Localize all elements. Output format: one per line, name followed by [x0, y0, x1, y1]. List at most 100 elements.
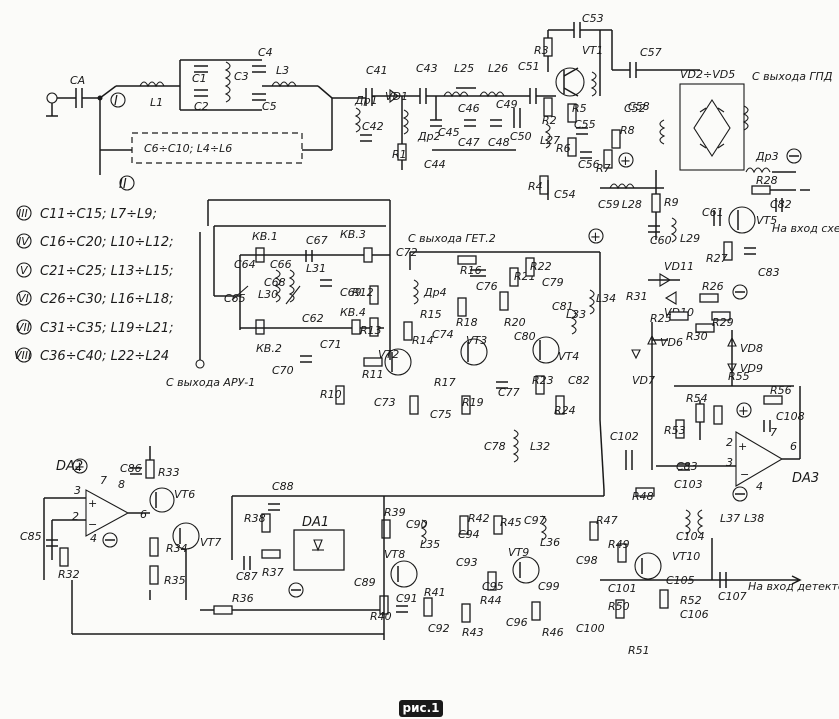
label-r35: R35	[164, 574, 186, 587]
label-r36: R36	[232, 592, 254, 605]
label-r53: R53	[664, 424, 686, 437]
label-r1: R1	[392, 148, 407, 161]
label-c1: C1	[192, 72, 207, 85]
svg-text:6: 6	[790, 440, 797, 453]
label-c104: C104	[676, 530, 705, 543]
label-r54: R54	[686, 392, 708, 405]
label-c75: C75	[430, 408, 452, 421]
label-c80: C80	[514, 330, 536, 343]
antenna-input: CA	[46, 74, 103, 117]
label-c83: R31	[626, 290, 648, 303]
label-kv3: КВ.3	[340, 228, 366, 241]
label-l27: L27	[540, 134, 560, 147]
label-c57: C57	[640, 46, 662, 59]
label-c89: C89	[354, 576, 376, 589]
if-amplifier: С выхода ГЕТ.2 + C72 R16 R12 R13 Др4 R15…	[320, 228, 616, 491]
label-c68: C68	[264, 276, 286, 289]
label-r23: R23	[532, 374, 554, 387]
label-r26: R26	[702, 280, 724, 293]
label-r22: R22	[530, 260, 552, 273]
label-c99: C99	[538, 580, 560, 593]
label-c64: C64	[234, 258, 256, 271]
label-c4: C4	[258, 46, 273, 59]
label-r34: R34	[166, 542, 188, 555]
dashed-band-block: C6÷C10; L4÷L6 II	[100, 98, 333, 192]
svg-text:VI: VI	[18, 292, 29, 305]
label-c103: C103	[674, 478, 703, 491]
band-list-item: C21÷C25; L13÷L15;	[40, 264, 174, 279]
svg-text:−: −	[740, 468, 749, 481]
label-r32: R32	[58, 568, 80, 581]
lower-if-chain: C88 R38 C87 R37 DA1 R36 C89 VT8 R39 C90 …	[72, 430, 839, 657]
label-l1: L1	[150, 96, 163, 109]
label-c74: C74	[432, 328, 454, 341]
label-da3: DA3	[792, 471, 819, 486]
label-r13: R13	[360, 324, 382, 337]
label-r12: R12	[352, 286, 374, 299]
svg-text:V: V	[20, 264, 29, 277]
label-vd2-vd5: VD2÷VD5	[680, 68, 735, 81]
label-vt5: VT5	[756, 214, 777, 227]
label-r10: R10	[320, 388, 342, 401]
svg-text:VIII: VIII	[14, 349, 31, 362]
label-r7: R7	[596, 162, 611, 175]
mixer-1: C41 Др1 C42 VD1 R1 Др2 C44 C43 L25 L26 C…	[332, 60, 540, 171]
band-switch-1: I	[99, 85, 126, 175]
label-c106: C106	[680, 608, 709, 621]
svg-text:+: +	[738, 440, 747, 453]
label-c88: C88	[272, 480, 294, 493]
label-c55: C55	[574, 118, 596, 131]
label-vt9: VT9	[508, 546, 529, 559]
label-r9: R9	[664, 196, 679, 209]
label-r8: R8	[620, 124, 635, 137]
svg-text:8: 8	[118, 478, 125, 491]
label-r44: R44	[480, 594, 502, 607]
label-r19: R19	[462, 396, 484, 409]
label-c51: C51	[518, 60, 540, 73]
note-to-aru1: На вход схемы АРУ-1	[772, 222, 839, 235]
label-c62: C62	[302, 312, 324, 325]
label-vt2: VT2	[378, 348, 399, 361]
label-c67: C67	[306, 234, 328, 247]
label-r37: R37	[262, 566, 284, 579]
label-c41: C41	[366, 64, 388, 77]
label-c79: C79	[542, 276, 564, 289]
label-vd8: VD8	[740, 342, 763, 355]
label-c5: C5	[262, 100, 277, 113]
note-from-aru1: С выхода АРУ-1	[166, 376, 255, 389]
label-c43: C43	[416, 62, 438, 75]
label-c76: C76	[476, 280, 498, 293]
svg-text:VII: VII	[16, 321, 30, 334]
label-c91: C91	[396, 592, 418, 605]
label-l3: L3	[276, 64, 289, 77]
label-r46: R46	[542, 626, 564, 639]
label-r27: R27	[706, 252, 728, 265]
svg-text:6: 6	[140, 508, 147, 521]
note-to-detector: На вход детектора	[748, 580, 839, 593]
band-list-item: C16÷C20; L10÷L12;	[40, 235, 174, 250]
label-kv2: КВ.2	[256, 342, 282, 355]
label-r24: R24	[554, 404, 576, 417]
label-l36: L36	[540, 536, 560, 549]
label-l32: L32	[530, 440, 550, 453]
label-r43: R43	[462, 626, 484, 639]
svg-text:−: −	[88, 518, 97, 531]
svg-text:7: 7	[770, 426, 777, 439]
label-c56: C56	[578, 158, 600, 171]
band-list: III C11÷C15; L7÷L9; IV C16÷C20; L10÷L12;…	[14, 205, 174, 364]
label-l30: L30	[258, 288, 278, 301]
svg-text:+: +	[738, 404, 749, 419]
label-c42: C42	[362, 120, 384, 133]
label-l34: L34	[596, 292, 616, 305]
label-l31: L31	[306, 262, 326, 275]
label-c108: C108	[776, 410, 805, 423]
svg-text:III: III	[18, 207, 28, 220]
label-c53: C53	[582, 12, 604, 25]
label-l33: L33	[566, 308, 586, 321]
label-c97: C97	[524, 514, 546, 527]
label-r40: R40	[370, 610, 392, 623]
svg-text:+: +	[74, 460, 85, 475]
